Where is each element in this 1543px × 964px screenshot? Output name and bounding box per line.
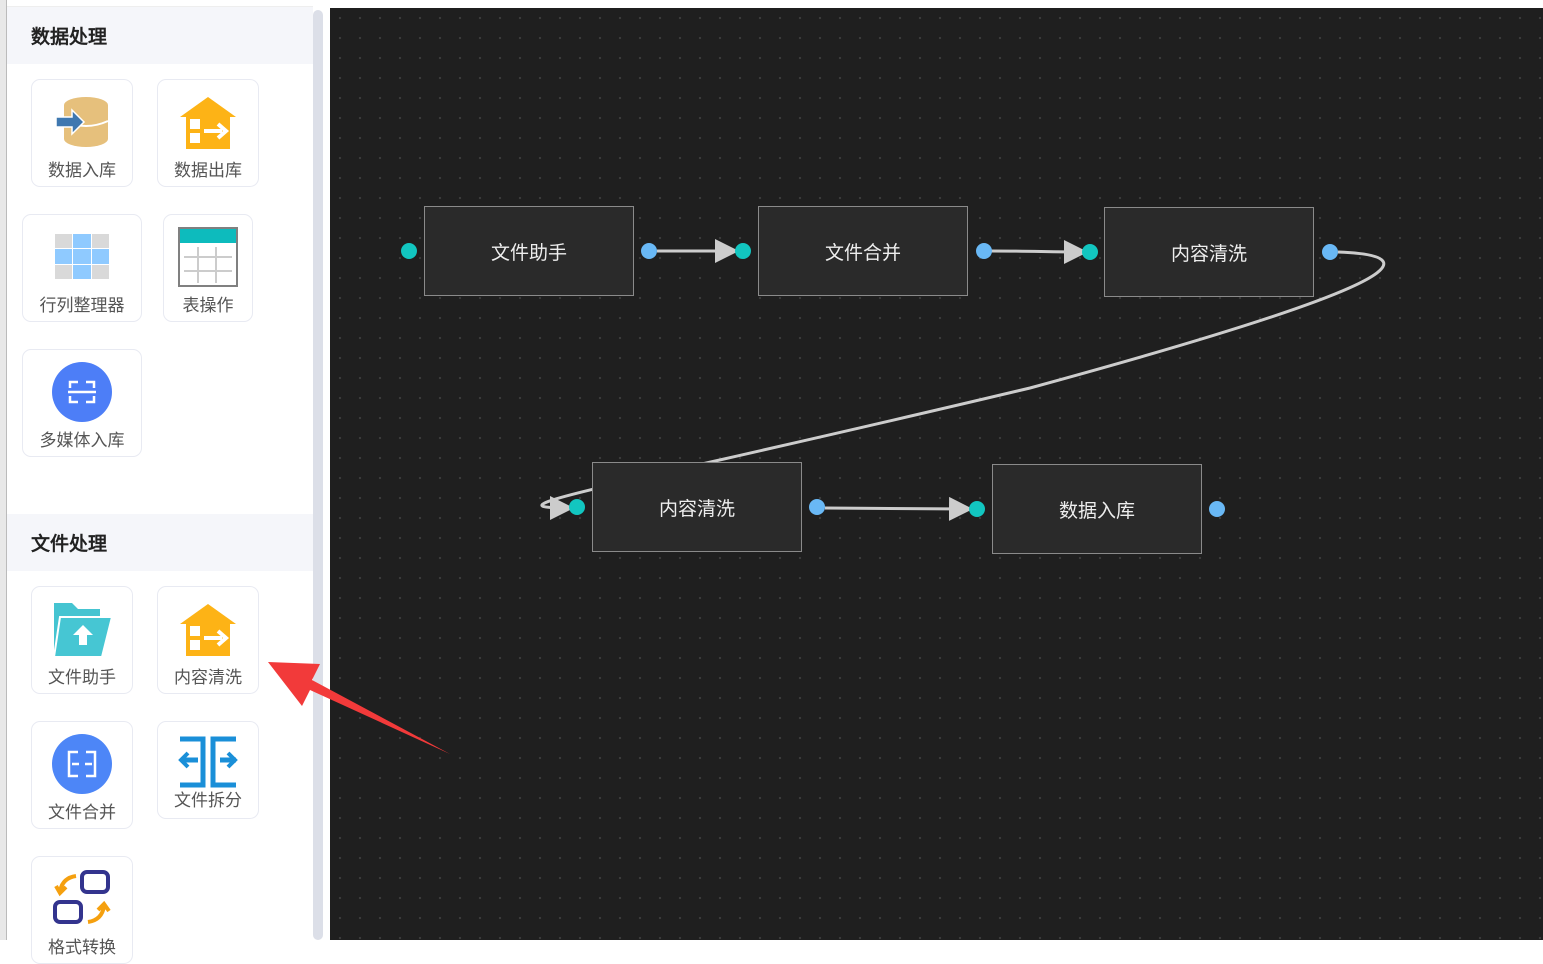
palette-scrollbar[interactable] bbox=[313, 10, 323, 940]
palette-item-row-column-organizer[interactable]: 行列整理器 bbox=[22, 214, 142, 322]
input-port[interactable] bbox=[969, 501, 985, 517]
input-port[interactable] bbox=[401, 243, 417, 259]
palette-item-content-cleaning[interactable]: 内容清洗 bbox=[157, 586, 259, 694]
palette-item-file-merge[interactable]: 文件合并 bbox=[31, 721, 133, 829]
output-port[interactable] bbox=[1322, 244, 1338, 260]
palette-item-data-import[interactable]: 数据入库 bbox=[31, 79, 133, 187]
background-window-edge bbox=[0, 0, 7, 940]
output-port[interactable] bbox=[809, 499, 825, 515]
scan-icon bbox=[52, 362, 112, 422]
flow-node-file-assistant[interactable]: 文件助手 bbox=[424, 206, 634, 296]
flow-canvas[interactable]: 文件助手 文件合并 内容清洗 内容清洗 数据入库 bbox=[330, 8, 1543, 940]
convert-icon bbox=[52, 869, 112, 929]
node-palette: 数据处理 文件处理 数据入库 数据出库 行列整理器 表操作 多媒体入库 文件助手… bbox=[7, 6, 313, 964]
red-annotation-arrow-icon bbox=[268, 662, 450, 754]
input-port[interactable] bbox=[1082, 244, 1098, 260]
house-export-icon bbox=[178, 92, 238, 152]
section-header-data-processing: 数据处理 bbox=[7, 7, 313, 64]
edge-2-3 bbox=[990, 239, 1088, 264]
palette-item-table-operation[interactable]: 表操作 bbox=[163, 214, 253, 322]
node-label: 数据入库 bbox=[1058, 499, 1135, 522]
output-port[interactable] bbox=[641, 243, 657, 259]
palette-item-file-split[interactable]: 文件拆分 bbox=[157, 721, 259, 819]
folder-upload-icon bbox=[52, 599, 112, 659]
palette-item-data-export[interactable]: 数据出库 bbox=[157, 79, 259, 187]
table-icon bbox=[178, 227, 238, 287]
input-port[interactable] bbox=[735, 243, 751, 259]
node-label: 内容清洗 bbox=[1170, 242, 1247, 265]
palette-item-multimedia-import[interactable]: 多媒体入库 bbox=[22, 349, 142, 457]
input-port[interactable] bbox=[569, 499, 585, 515]
edges-layer bbox=[540, 239, 1386, 521]
split-icon bbox=[178, 732, 238, 792]
section-header-file-processing: 文件处理 bbox=[7, 514, 313, 571]
flow-node-data-import[interactable]: 数据入库 bbox=[992, 464, 1202, 554]
palette-item-format-conversion[interactable]: 格式转换 bbox=[31, 856, 133, 964]
palette-item-file-assistant[interactable]: 文件助手 bbox=[31, 586, 133, 694]
edge-4-5 bbox=[824, 496, 973, 521]
edge-3-4 bbox=[540, 250, 1386, 520]
output-port[interactable] bbox=[976, 243, 992, 259]
node-label: 文件合并 bbox=[824, 241, 901, 264]
house-export-icon bbox=[178, 599, 238, 659]
flow-node-file-merge[interactable]: 文件合并 bbox=[758, 206, 968, 296]
database-import-icon bbox=[52, 92, 112, 152]
grid-icon bbox=[52, 227, 112, 287]
flow-node-content-cleaning-2[interactable]: 内容清洗 bbox=[592, 462, 802, 552]
output-port[interactable] bbox=[1209, 501, 1225, 517]
merge-icon bbox=[52, 734, 112, 794]
flow-node-content-cleaning[interactable]: 内容清洗 bbox=[1104, 207, 1314, 297]
node-label: 内容清洗 bbox=[658, 497, 735, 520]
node-label: 文件助手 bbox=[490, 241, 567, 264]
